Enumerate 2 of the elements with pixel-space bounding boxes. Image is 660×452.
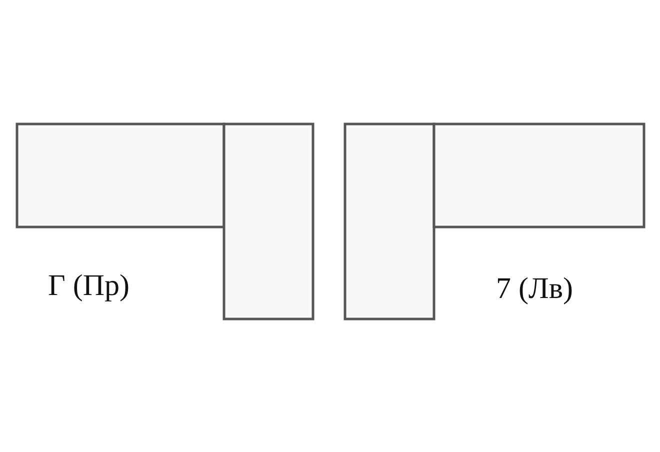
layout-caption: Г (Пр) [48,271,130,301]
layout-caption: 7 (Лв) [496,274,573,304]
